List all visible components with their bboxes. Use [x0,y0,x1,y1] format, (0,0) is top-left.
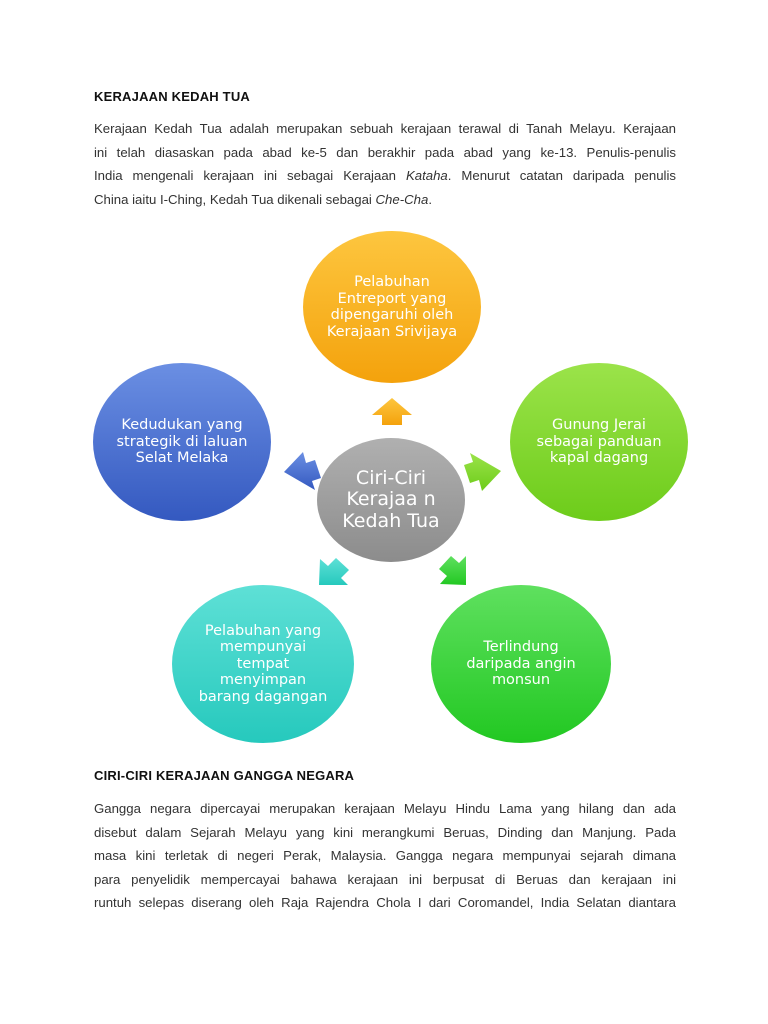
paragraph-line: runtuh selepas diserang oleh Raja Rajend… [94,895,676,910]
node-top-srivijaya: Pelabuhan Entreport yang dipengaruhi ole… [303,231,481,383]
text-run: . [428,191,432,207]
section-heading-gangga-negara: CIRI-CIRI KERAJAAN GANGGA NEGARA [94,768,355,783]
italic-term-checha: Che-Cha [375,191,429,207]
text-run: . Menurut catatan daripada penulis [447,168,677,183]
node-label: Pelabuhan Entreport yang dipengaruhi ole… [326,274,458,340]
node-center-title: Ciri-Ciri Kerajaa n Kedah Tua [317,438,465,562]
arrow-left-icon [284,452,321,490]
node-left-selat-melaka: Kedudukan yang strategik di laluan Selat… [93,363,271,521]
node-bottom-left-pelabuhan: Pelabuhan yang mempunyai tempat menyimpa… [172,585,354,743]
arrow-down-right-icon [439,556,466,585]
section-heading-kedah-tua: KERAJAAN KEDAH TUA [94,89,250,104]
paragraph-line: ini telah diasaskan pada abad ke-5 dan b… [94,144,676,160]
paragraph-line: India mengenali kerajaan ini sebagai Ker… [94,164,676,188]
italic-term-kataha: Kataha [405,168,448,183]
paragraph-line: para penyelidik mempercayai bahawa keraj… [94,871,676,887]
node-label: Gunung Jerai sebagai panduan kapal dagan… [536,417,662,467]
arrow-right-icon [464,453,501,491]
node-label: Kedudukan yang strategik di laluan Selat… [116,417,248,467]
diagram-arrows [284,398,501,585]
paragraph-line: masa kini terletak di negeri Perak, Mala… [94,848,676,863]
text-run: India mengenali kerajaan ini sebagai Ker… [94,168,396,183]
paragraph-line: disebut dalam Sejarah Melayu yang kini m… [94,824,676,840]
arrow-down-left-icon [319,558,349,585]
node-label: Pelabuhan yang mempunyai tempat menyimpa… [198,622,328,705]
paragraph-kedah-tua: Kerajaan Kedah Tua adalah merupakan sebu… [94,117,676,211]
kedah-tua-characteristics-diagram: Pelabuhan Entreport yang dipengaruhi ole… [0,225,768,755]
center-label: Ciri-Ciri Kerajaa n Kedah Tua [342,466,440,532]
paragraph-line: Gangga negara dipercayai merupakan keraj… [94,801,676,816]
paragraph-gangga-negara: Gangga negara dipercayai merupakan keraj… [94,797,676,915]
node-label: Terlindung daripada angin monsun [466,639,576,689]
node-bottom-right-monsun: Terlindung daripada angin monsun [431,585,611,743]
node-right-gunung-jerai: Gunung Jerai sebagai panduan kapal dagan… [510,363,688,521]
arrow-up-icon [372,398,412,425]
text-run: China iaitu I-Ching, Kedah Tua dikenali … [94,191,372,207]
paragraph-line: China iaitu I-Ching, Kedah Tua dikenali … [94,188,676,212]
paragraph-line: Kerajaan Kedah Tua adalah merupakan sebu… [94,121,676,136]
